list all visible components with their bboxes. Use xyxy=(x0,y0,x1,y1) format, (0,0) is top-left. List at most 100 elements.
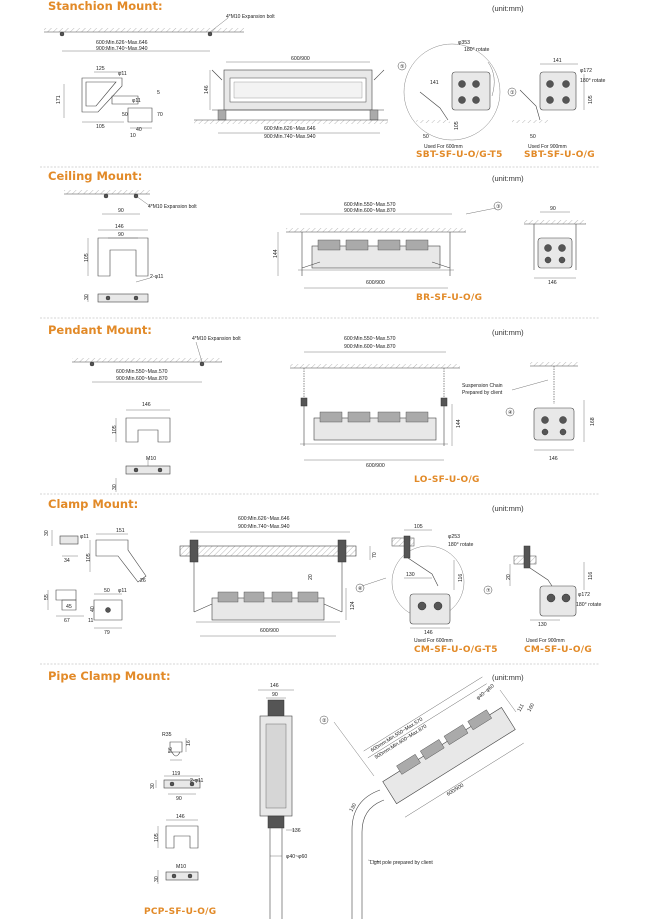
clamp-span-a: 600:Min.626~Max.646 xyxy=(238,516,290,522)
clamp-span-b: 900:Min.740~Max.940 xyxy=(238,524,290,530)
stanchion-side-b xyxy=(507,63,585,123)
stanchion-side-b-callout: ① xyxy=(510,90,515,96)
stanchion-dim-50: 50 xyxy=(122,112,128,118)
clamp-side-b-model: CM-SF-U-O/G xyxy=(524,645,592,655)
ceiling-fixture-height: 144 xyxy=(273,249,279,258)
ceiling-mount-section: Ceiling Mount: (unit:mm) 4*M10 Expansion… xyxy=(48,169,586,303)
pipe-clamp-front-dim-pipe: φ40~φ60 xyxy=(286,854,307,860)
pipe-clamp-dim-30b: 30 xyxy=(154,876,160,882)
clamp-side-a-dim-146: 146 xyxy=(424,630,433,636)
pendant-span-a: 600:Min.550~Max.570 xyxy=(344,336,396,342)
pendant-chain-note-2: Prepared by client xyxy=(462,390,503,396)
stanchion-unit: (unit:mm) xyxy=(492,4,524,13)
pendant-span-b: 900:Min.600~Max.870 xyxy=(344,344,396,350)
clamp-side-b-rotate: 180° rotate xyxy=(576,602,602,608)
pipe-clamp-front-view xyxy=(258,689,296,919)
clamp-dim-55: 55 xyxy=(44,594,50,600)
ceiling-title: Ceiling Mount: xyxy=(48,169,142,183)
ceiling-dim-90: 90 xyxy=(118,232,124,238)
stanchion-span-bottom-a: 600:Min.626~Max.646 xyxy=(264,126,316,132)
ceiling-unit: (unit:mm) xyxy=(492,174,524,183)
stanchion-side-a-rotate: 180° rotate xyxy=(464,47,490,53)
pipe-clamp-angle-160: 160 xyxy=(527,702,537,713)
clamp-dim-50: 50 xyxy=(104,588,110,594)
pipe-clamp-mount-section: Pipe Clamp Mount: (unit:mm) R35 16 56 11… xyxy=(48,669,536,919)
clamp-mount-section: Clamp Mount: (unit:mm) 30 φ11 151 34 105… xyxy=(44,497,602,655)
stanchion-side-b-used-for: Used For 900mm xyxy=(528,144,567,150)
pipe-clamp-title: Pipe Clamp Mount: xyxy=(48,669,171,683)
clamp-fixture-length: 600/900 xyxy=(260,628,279,634)
stanchion-title: Stanchion Mount: xyxy=(48,0,163,13)
stanchion-fixture-length: 600/900 xyxy=(291,56,310,62)
stanchion-span-top-a: 600:Min.626~Max.646 xyxy=(96,40,148,46)
pipe-clamp-dim-90: 90 xyxy=(176,796,182,802)
pipe-clamp-front-dim-146: 146 xyxy=(270,683,279,689)
ceiling-model: BR-SF-U-O/G xyxy=(416,293,482,303)
stanchion-side-b-diameter: φ172 xyxy=(580,68,592,74)
clamp-side-a-rotate: 180° rotate xyxy=(448,542,474,548)
clamp-side-a-model: CM-SF-U-O/G-T5 xyxy=(414,645,498,655)
clamp-dim-67: 67 xyxy=(64,618,70,624)
ceiling-fixture-length: 600/900 xyxy=(366,280,385,286)
clamp-title: Clamp Mount: xyxy=(48,497,138,511)
stanchion-side-a-used-for: Used For 600mm xyxy=(424,144,463,150)
stanchion-dim-105: 105 xyxy=(96,124,105,130)
stanchion-fixture-front xyxy=(194,61,388,134)
ceiling-dim-30: 30 xyxy=(84,294,90,300)
stanchion-fixture-height: 146 xyxy=(204,85,210,94)
ceiling-span-b: 900:Min.600~Max.870 xyxy=(344,208,396,214)
stanchion-dim-70: 70 xyxy=(157,112,163,118)
clamp-dim-45: 45 xyxy=(66,604,72,610)
pendant-end-dim-168: 168 xyxy=(590,417,596,426)
stanchion-side-b-dim-141: 141 xyxy=(553,58,562,64)
clamp-side-b-diameter: φ172 xyxy=(578,592,590,598)
ceiling-end-dim-90: 90 xyxy=(550,206,556,212)
pipe-clamp-front-dim-136: 136 xyxy=(292,828,301,834)
stanchion-side-b-model: SBT-SF-U-O/G xyxy=(524,150,595,160)
pipe-clamp-dim-m10: M10 xyxy=(176,864,186,870)
pipe-clamp-dim-holes: 2-φ11 xyxy=(190,778,203,784)
pipe-clamp-callout: ② xyxy=(322,718,327,724)
pendant-fixture-front xyxy=(290,351,460,461)
pendant-mount-section: Pendant Mount: (unit:mm) 4*M10 Expansion… xyxy=(48,323,596,492)
pipe-clamp-dim-146: 146 xyxy=(176,814,185,820)
pendant-title: Pendant Mount: xyxy=(48,323,152,337)
clamp-side-b xyxy=(509,545,585,621)
clamp-side-a-dim-105: 105 xyxy=(414,524,423,530)
clamp-dim-105: 105 xyxy=(86,553,92,562)
pendant-fixture-height: 144 xyxy=(456,419,462,428)
stanchion-side-b-dim-50: 50 xyxy=(530,134,536,140)
stanchion-dim-hole: φ11 xyxy=(118,71,127,77)
stanchion-side-b-rotate: 180° rotate xyxy=(580,78,606,84)
stanchion-bolt-note: 4*M10 Expansion bolt xyxy=(226,14,275,20)
ceiling-end-dim-146: 146 xyxy=(548,280,557,286)
ceiling-end-view xyxy=(524,211,586,279)
pendant-bracket-drawing xyxy=(115,409,171,492)
clamp-dim-34: 34 xyxy=(64,558,70,564)
clamp-side-a-dim-130: 130 xyxy=(406,572,415,578)
pipe-clamp-dim-56: 56 xyxy=(168,747,174,753)
pendant-unit: (unit:mm) xyxy=(492,328,524,337)
pendant-dim-105: 105 xyxy=(112,425,118,434)
stanchion-side-a-dim-105: 105 xyxy=(454,121,460,130)
ceiling-dim-holes: 2-φ11 xyxy=(150,274,163,280)
stanchion-bracket-drawing xyxy=(63,71,153,129)
pipe-clamp-small-brackets xyxy=(155,738,201,884)
clamp-side-b-dim-116: 116 xyxy=(588,572,594,580)
pipe-clamp-unit: (unit:mm) xyxy=(492,673,524,682)
clamp-dim-11: 11 xyxy=(88,618,93,624)
stanchion-dim-10: 10 xyxy=(130,133,136,139)
pendant-dim-m10: M10 xyxy=(146,456,156,462)
clamp-side-b-dim-20: 20 xyxy=(506,574,512,580)
stanchion-ceiling xyxy=(44,17,244,37)
clamp-side-b-dim-130: 130 xyxy=(538,622,547,628)
pipe-clamp-angle-130: 130 xyxy=(349,802,359,813)
pipe-clamp-angle-111: 111 xyxy=(517,703,526,713)
clamp-dim-30: 30 xyxy=(44,530,50,536)
stanchion-span-bottom-b: 900:Min.740~Max.940 xyxy=(264,134,316,140)
ceiling-dim-146: 146 xyxy=(115,224,124,230)
clamp-dim-40: 40 xyxy=(90,606,96,612)
clamp-side-b-callout: ⑦ xyxy=(486,588,491,594)
stanchion-side-b-dim-105: 105 xyxy=(588,95,594,104)
clamp-side-b-used-for: Used For 900mm xyxy=(526,638,565,644)
